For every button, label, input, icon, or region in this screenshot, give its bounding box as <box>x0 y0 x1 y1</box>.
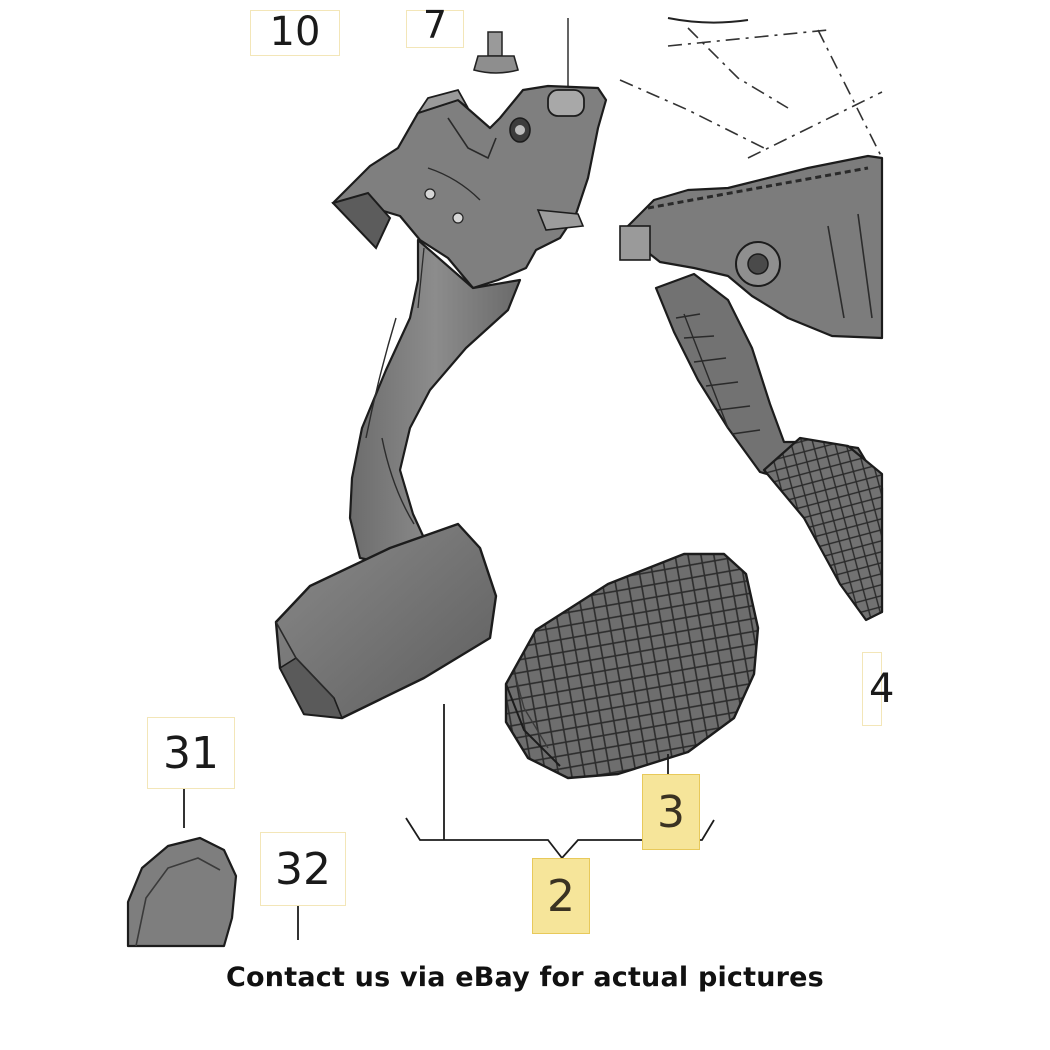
end-cap-icon <box>126 836 238 948</box>
dashed-reference-lines <box>619 27 883 159</box>
part-label-2: 2 <box>532 858 590 934</box>
brake-pedal-assembly <box>274 84 608 720</box>
part-label-4: 4 <box>862 652 894 726</box>
part-label-32: 32 <box>260 832 346 906</box>
parts-diagram <box>126 17 884 948</box>
bolt-icon <box>473 31 519 74</box>
caption-text: Contact us via eBay for actual pictures <box>226 962 824 993</box>
pedal-assembly-drawing <box>126 17 884 948</box>
accelerator-pedal-assembly <box>619 154 884 622</box>
part-label-10: 10 <box>250 9 340 56</box>
part-label-31: 31 <box>147 717 235 789</box>
part-label-7: 7 <box>406 3 464 48</box>
knurled-pedal-pad <box>504 552 760 780</box>
partial-outline-top <box>667 17 749 24</box>
part-label-3: 3 <box>642 774 700 850</box>
